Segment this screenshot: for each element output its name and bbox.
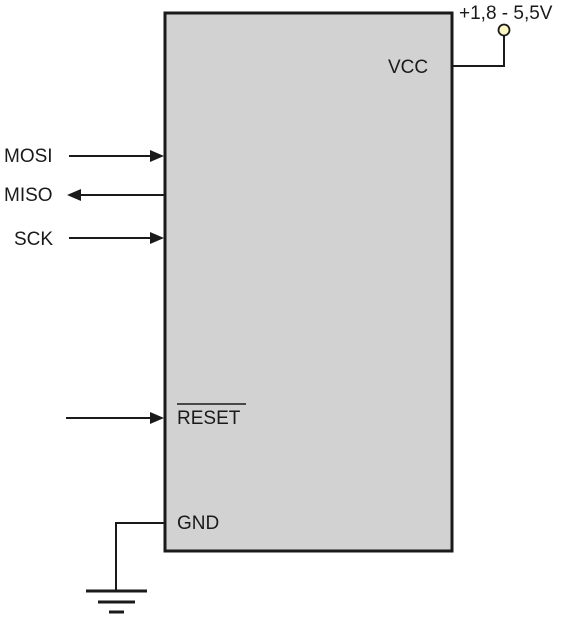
signal-label-sck: SCK [14, 229, 53, 250]
pin-label-reset: RESET [177, 408, 241, 429]
signal-label-mosi: MOSI [4, 146, 53, 167]
signal-label-miso: MISO [4, 185, 53, 206]
mosi-arrow-icon [150, 150, 164, 162]
vcc-wire [452, 36, 505, 67]
pin-label-vcc: VCC [388, 57, 428, 78]
supply-terminal-icon [497, 23, 511, 37]
pin-label-gnd: GND [177, 513, 219, 534]
supply-voltage-label: +1,8 - 5,5V [459, 3, 553, 24]
reset-arrow-icon [150, 412, 164, 424]
miso-arrow-icon [67, 189, 81, 201]
ground-icon [86, 589, 147, 614]
gnd-wire [115, 522, 165, 590]
chip-body [163, 11, 454, 553]
sck-arrow-icon [150, 232, 164, 244]
